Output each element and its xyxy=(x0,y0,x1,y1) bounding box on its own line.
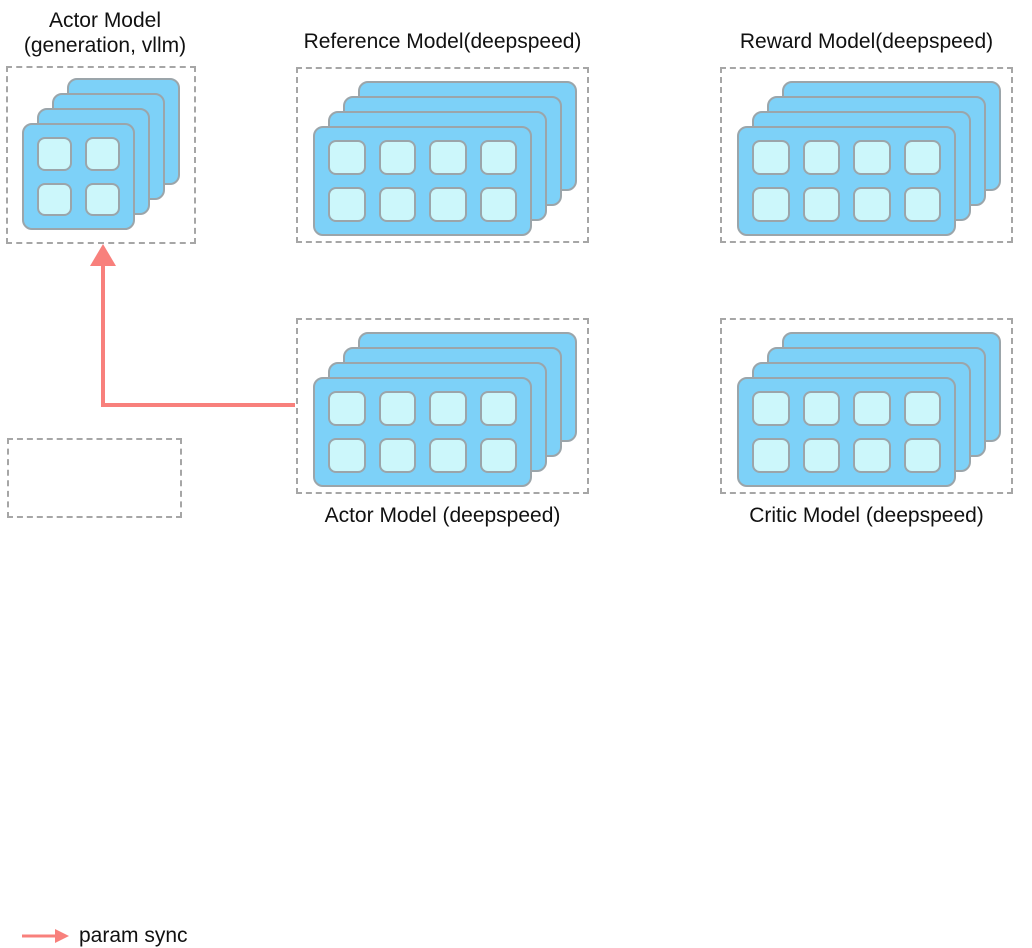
gpu-square xyxy=(752,391,790,426)
gpu-square xyxy=(853,391,891,426)
cluster-box-reward xyxy=(720,67,1013,243)
gpu-square xyxy=(752,187,790,222)
gpu-square xyxy=(85,137,120,171)
gpu-square xyxy=(479,438,517,473)
gpu-square xyxy=(429,187,467,222)
cluster-title-actor-vllm: Actor Model (generation, vllm) xyxy=(4,8,206,58)
gpu-square xyxy=(853,438,891,473)
gpu-square xyxy=(378,187,416,222)
gpu-square xyxy=(752,438,790,473)
gpu-card xyxy=(737,377,956,487)
gpu-square xyxy=(903,187,941,222)
cluster-label-critic: Critic Model (deepspeed) xyxy=(749,504,984,527)
gpu-square xyxy=(378,140,416,175)
gpu-square xyxy=(479,187,517,222)
gpu-grid xyxy=(315,379,530,485)
cluster-title-line2: (generation, vllm) xyxy=(23,34,187,57)
gpu-square xyxy=(85,182,120,216)
cluster-title-line1: Actor Model xyxy=(48,9,162,32)
gpu-square xyxy=(853,187,891,222)
gpu-square xyxy=(802,391,840,426)
gpu-square xyxy=(903,140,941,175)
gpu-grid xyxy=(739,379,954,485)
gpu-square xyxy=(903,438,941,473)
gpu-square xyxy=(37,137,72,171)
param-sync-arrow-line xyxy=(101,261,295,407)
gpu-square xyxy=(328,187,366,222)
gpu-grid xyxy=(24,125,133,228)
cluster-box-critic xyxy=(720,318,1013,494)
legend-box: param sync xyxy=(7,438,188,947)
legend-row: param sync xyxy=(21,924,188,948)
gpu-card xyxy=(22,123,135,230)
cluster-box-actor-vllm xyxy=(6,66,196,244)
gpu-square xyxy=(378,438,416,473)
gpu-square xyxy=(802,438,840,473)
cluster-label-actor-deepspeed: Actor Model (deepspeed) xyxy=(324,504,561,527)
gpu-square xyxy=(429,140,467,175)
gpu-square xyxy=(37,182,72,216)
gpu-square xyxy=(328,391,366,426)
gpu-square xyxy=(752,140,790,175)
gpu-card xyxy=(313,377,532,487)
cluster-box-reference xyxy=(296,67,589,243)
param-sync-arrowhead-icon xyxy=(90,244,116,266)
gpu-square xyxy=(429,438,467,473)
gpu-square xyxy=(802,140,840,175)
gpu-card xyxy=(737,126,956,236)
gpu-grid xyxy=(739,128,954,234)
gpu-square xyxy=(328,438,366,473)
cluster-box-actor-deepspeed xyxy=(296,318,589,494)
gpu-grid xyxy=(315,128,530,234)
gpu-square xyxy=(328,140,366,175)
gpu-square xyxy=(802,187,840,222)
cluster-title-reward: Reward Model(deepspeed) xyxy=(739,30,994,53)
gpu-card xyxy=(313,126,532,236)
gpu-square xyxy=(479,140,517,175)
gpu-square xyxy=(378,391,416,426)
gpu-square xyxy=(429,391,467,426)
gpu-square xyxy=(903,391,941,426)
gpu-square xyxy=(853,140,891,175)
cluster-title-reference: Reference Model(deepspeed) xyxy=(303,30,582,53)
legend-label: param sync xyxy=(79,924,188,947)
gpu-square xyxy=(479,391,517,426)
param-sync-arrow-icon xyxy=(22,929,69,943)
